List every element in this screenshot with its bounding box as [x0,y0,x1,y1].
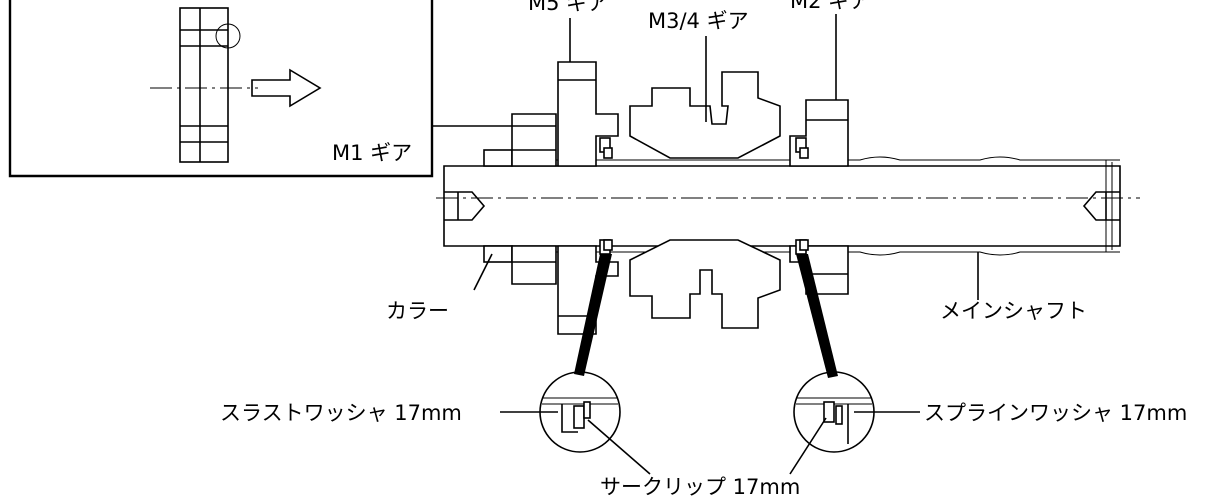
m5-gear-label: M5 ギア [528,0,608,15]
inset-frame [8,0,434,178]
right-callout-wedge [796,254,838,378]
collar-label: カラー [386,299,449,323]
spline-washer-label: スプラインワッシャ 17mm [924,401,1187,425]
mainshaft [443,156,1121,256]
washers-circlips [599,137,809,255]
direction-arrow [251,68,322,108]
collar [483,149,513,263]
m1-gear-detail-inset: M1 ギア [8,0,512,178]
m1-gear-side-view [179,7,241,163]
m1-gear [511,113,557,285]
m1-gear-label: M1 ギア [332,141,412,165]
thrust-washer-label: スラストワッシャ 17mm [220,401,462,425]
left-detail-callout [539,254,621,453]
m34-gear-label: M3/4 ギア [648,9,749,33]
mainshaft-label: メインシャフト [940,299,1087,323]
detail-circle [215,23,241,49]
left-callout-wedge [574,254,612,376]
m2-gear-label: M2 ギア [790,0,870,13]
m34-gear [629,71,781,329]
leader-lines [473,14,979,475]
right-detail-callout [793,254,875,453]
circlip-label: サークリップ 17mm [600,475,800,499]
